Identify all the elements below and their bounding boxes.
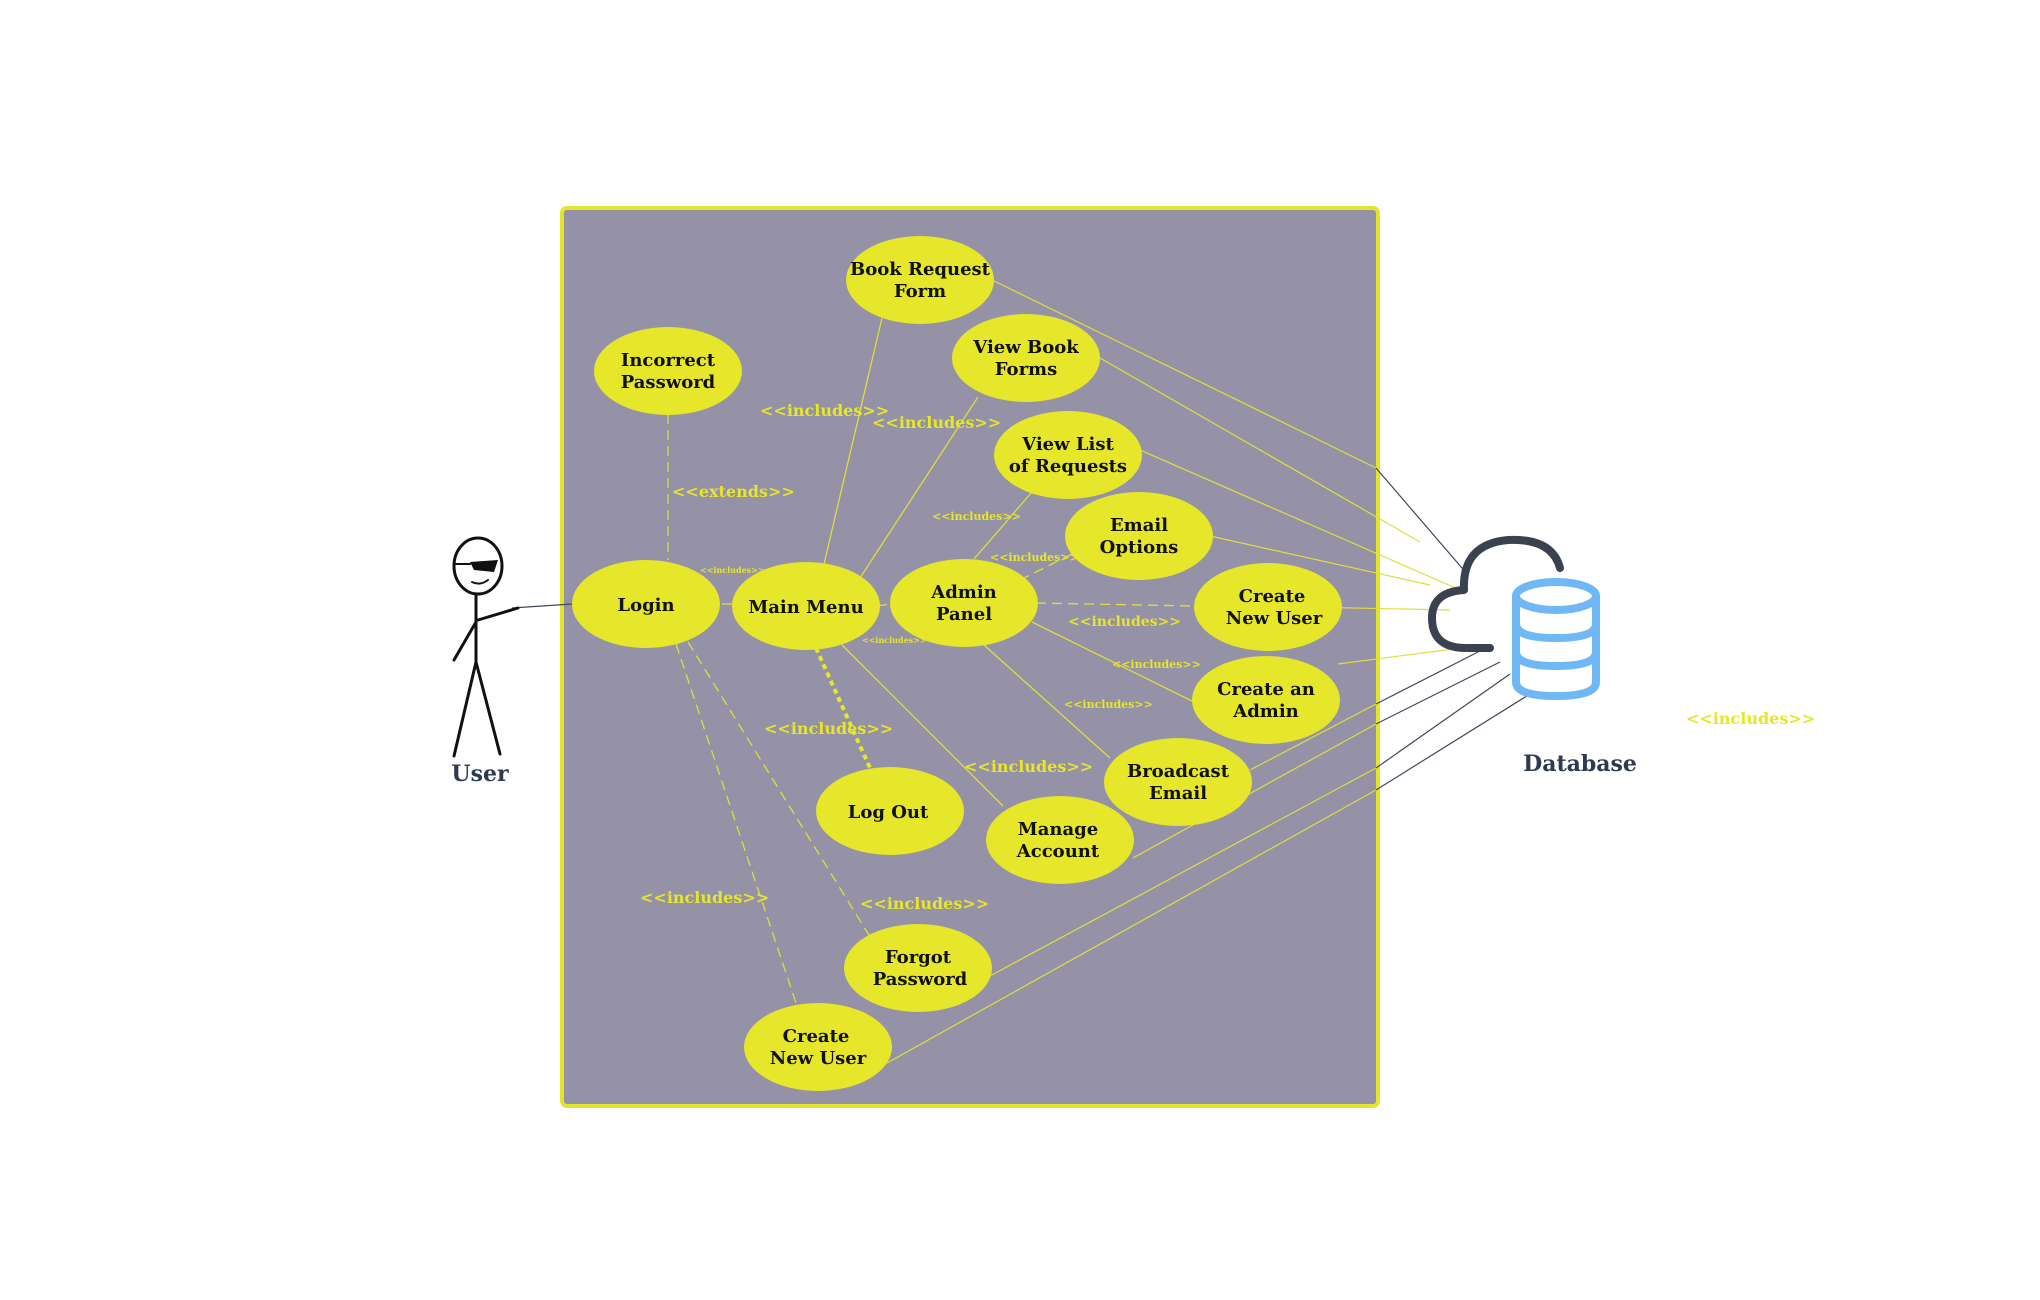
db-line-forgot-out bbox=[1375, 673, 1511, 769]
includes-label-view-book: <<includes>> bbox=[872, 413, 1001, 432]
user-login-association bbox=[511, 603, 573, 609]
svg-text:Main Menu: Main Menu bbox=[748, 597, 863, 618]
cloud-database-icon bbox=[1428, 535, 1600, 701]
includes-label-manage: <<includes>> bbox=[964, 757, 1093, 776]
db-line-viewlist bbox=[1139, 449, 1461, 591]
admin-broadcast-line bbox=[983, 644, 1111, 759]
db-line-createuser2-out bbox=[1375, 693, 1531, 791]
db-line-viewbook bbox=[1099, 357, 1421, 543]
db-line-bookrequest bbox=[987, 277, 1377, 469]
admin-createuser-line bbox=[1035, 602, 1195, 607]
db-line-createuser2 bbox=[886, 789, 1377, 1064]
admin-createadmin-line bbox=[1031, 621, 1199, 705]
includes-label-main-menu: <<includes>> bbox=[700, 565, 765, 575]
db-line-broadcast-out bbox=[1375, 651, 1479, 705]
use-case-login[interactable]: Login bbox=[572, 560, 720, 648]
db-line-broadcast bbox=[1249, 703, 1377, 771]
db-line-bookrequest-out bbox=[1375, 467, 1469, 576]
stick-figure-icon bbox=[452, 536, 520, 758]
mainmenu-bookrequest-line bbox=[823, 317, 883, 565]
includes-label-create-user-login: <<includes>> bbox=[640, 888, 769, 907]
login-forgot-line bbox=[687, 641, 873, 941]
db-line-forgot bbox=[989, 767, 1377, 977]
db-line-manage-out bbox=[1375, 661, 1501, 725]
mainmenu-manage-line bbox=[841, 644, 1004, 807]
db-line-manage bbox=[1132, 723, 1377, 859]
includes-label-create-user: <<includes>> bbox=[1068, 614, 1181, 630]
includes-label-create-admin: <<includes>> bbox=[1112, 658, 1201, 671]
mainmenu-viewbook-line bbox=[859, 396, 979, 579]
includes-label-forgot: <<includes>> bbox=[860, 894, 989, 913]
svg-text:Login: Login bbox=[617, 595, 674, 616]
use-case-log-out[interactable]: Log Out bbox=[816, 767, 964, 855]
admin-email-line bbox=[1019, 552, 1075, 581]
connectors bbox=[511, 277, 1531, 1064]
includes-label-view-list: <<includes>> bbox=[932, 510, 1021, 523]
use-case-main-menu[interactable]: Main Menu bbox=[732, 562, 880, 650]
system-boundary bbox=[560, 206, 1380, 1108]
user-actor[interactable]: User bbox=[451, 536, 520, 787]
admin-viewlist-line bbox=[973, 491, 1033, 560]
includes-label-broadcast: <<includes>> bbox=[1064, 698, 1153, 711]
includes-label-stray: <<includes>> bbox=[1686, 709, 1815, 728]
mainmenu-logout-line bbox=[814, 647, 872, 769]
extends-label: <<extends>> bbox=[672, 482, 795, 501]
db-line-email bbox=[1209, 535, 1431, 586]
database-actor[interactable]: Database bbox=[1428, 535, 1637, 777]
includes-label-log-out: <<includes>> bbox=[764, 719, 893, 738]
includes-label-book-request: <<includes>> bbox=[760, 401, 889, 420]
database-label: Database bbox=[1523, 751, 1637, 777]
relationship-labels: <<extends>> <<includes>> <<includes>> <<… bbox=[640, 401, 1815, 913]
includes-label-email: <<includes>> bbox=[990, 551, 1079, 564]
includes-label-admin-panel: <<includes>> bbox=[862, 635, 927, 645]
user-label: User bbox=[451, 761, 509, 787]
svg-text:Log Out: Log Out bbox=[848, 802, 929, 823]
